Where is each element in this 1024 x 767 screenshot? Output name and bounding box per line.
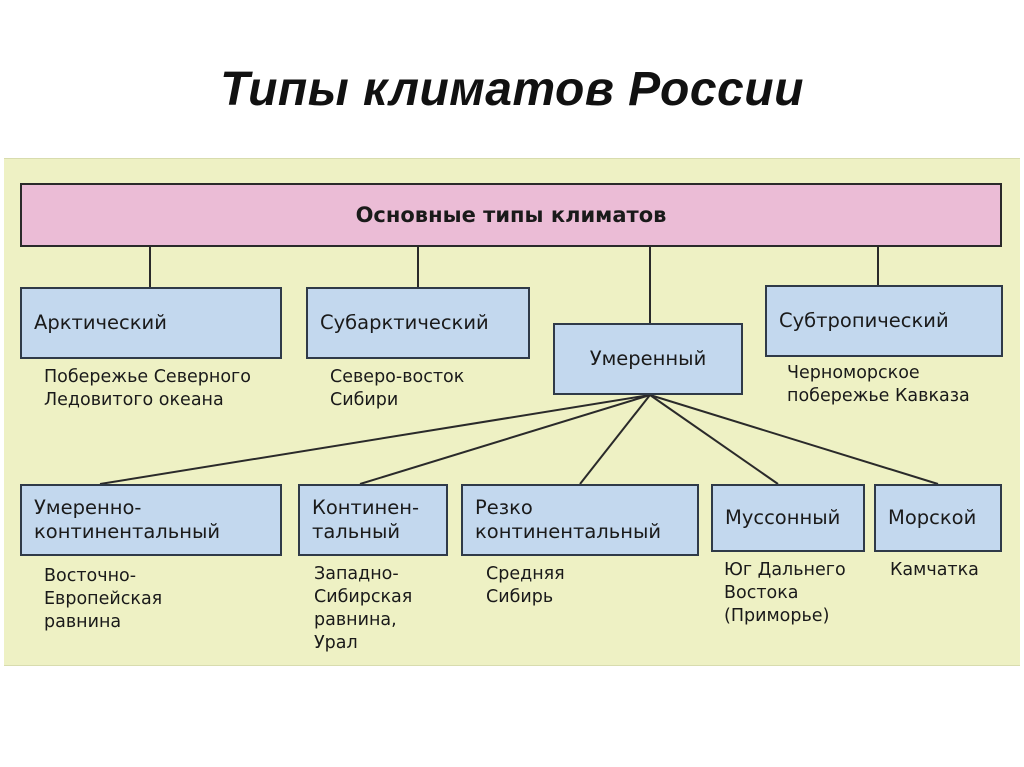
type-box-subtropical: Субтропический	[765, 285, 1003, 357]
region-continental: Западно- Сибирская равнина, Урал	[314, 564, 413, 653]
connector-temperate-continental	[359, 394, 651, 485]
type-box-subarctic: Субарктический	[306, 287, 530, 359]
root-box: Основные типы климатов	[20, 183, 1002, 247]
type-box-temperate: Умеренный	[553, 323, 743, 395]
region-subarctic: Северо-восток Сибири	[330, 367, 465, 410]
region-sharply-continental: Средняя Сибирь	[486, 564, 565, 607]
slide-title: Типы климатов России	[220, 63, 804, 116]
region-subtropical: Черноморское побережье Кавказа	[787, 363, 970, 406]
connector-temperate-sharply-continental	[579, 394, 651, 485]
connector-temperate-moderate-continental	[99, 394, 651, 485]
region-monsoon: Юг Дальнего Востока (Приморье)	[724, 560, 846, 626]
connector-temperate-maritime	[649, 394, 939, 485]
connector-temperate-monsoon	[649, 394, 779, 485]
subtype-box-maritime: Морской	[874, 484, 1002, 552]
type-box-arctic: Арктический	[20, 287, 282, 359]
region-arctic: Побережье Северного Ледовитого океана	[44, 367, 251, 410]
region-maritime: Камчатка	[890, 560, 979, 580]
subtype-box-continental: Континен- тальный	[298, 484, 448, 556]
subtype-box-monsoon: Муссонный	[711, 484, 865, 552]
subtype-box-sharply-continental: Резко континентальный	[461, 484, 699, 556]
subtype-box-moderate-continental: Умеренно- континентальный	[20, 484, 282, 556]
region-moderate-continental: Восточно- Европейская равнина	[44, 566, 163, 632]
